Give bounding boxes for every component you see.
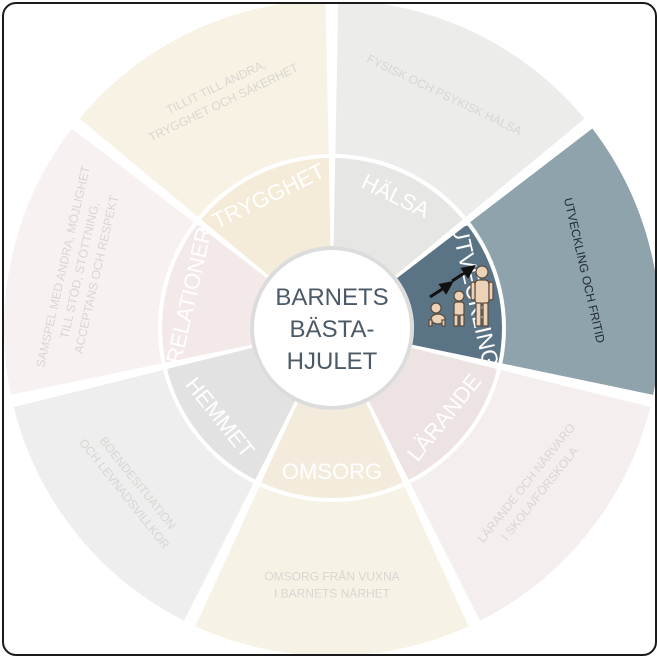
center-circle bbox=[250, 246, 414, 410]
segment-outer-larande bbox=[410, 369, 651, 621]
segment-outer-omsorg bbox=[195, 486, 469, 654]
center-title-line-2: BÄSTA- bbox=[290, 316, 375, 343]
segment-inner-larande bbox=[368, 347, 497, 480]
center-title-line-1: BARNETS bbox=[275, 284, 388, 311]
growth-figures-icon bbox=[428, 264, 494, 327]
segment-inner-trygghet bbox=[201, 158, 331, 276]
segment-inner-utveckling bbox=[397, 224, 502, 363]
segment-inner-hemmet bbox=[167, 347, 296, 480]
segment-inner-relationer bbox=[162, 224, 267, 363]
center-title-line-3: HJULET bbox=[287, 348, 378, 375]
segment-inner-omsorg bbox=[261, 402, 403, 498]
segment-inner-halsa bbox=[333, 158, 463, 276]
segment-outer-relationer bbox=[4, 128, 194, 395]
segment-outer-utveckling bbox=[470, 128, 655, 395]
segment-description-omsorg-2: I BARNETS NÄRHET bbox=[274, 587, 391, 601]
segment-description-omsorg-1: OMSORG FRÅN VUXNA bbox=[264, 569, 399, 584]
segment-omsorg[interactable]: OMSORG OMSORG FRÅN VUXNA I BARNETS NÄRHET bbox=[195, 402, 469, 654]
segment-outer-hemmet bbox=[13, 369, 254, 621]
segment-outer-trygghet bbox=[79, 4, 329, 217]
segment-label-omsorg: OMSORG bbox=[282, 459, 382, 484]
segment-outer-halsa bbox=[335, 4, 585, 217]
center-hub: BARNETS BÄSTA- HJULET bbox=[250, 246, 414, 410]
arrow-icon bbox=[429, 264, 476, 299]
